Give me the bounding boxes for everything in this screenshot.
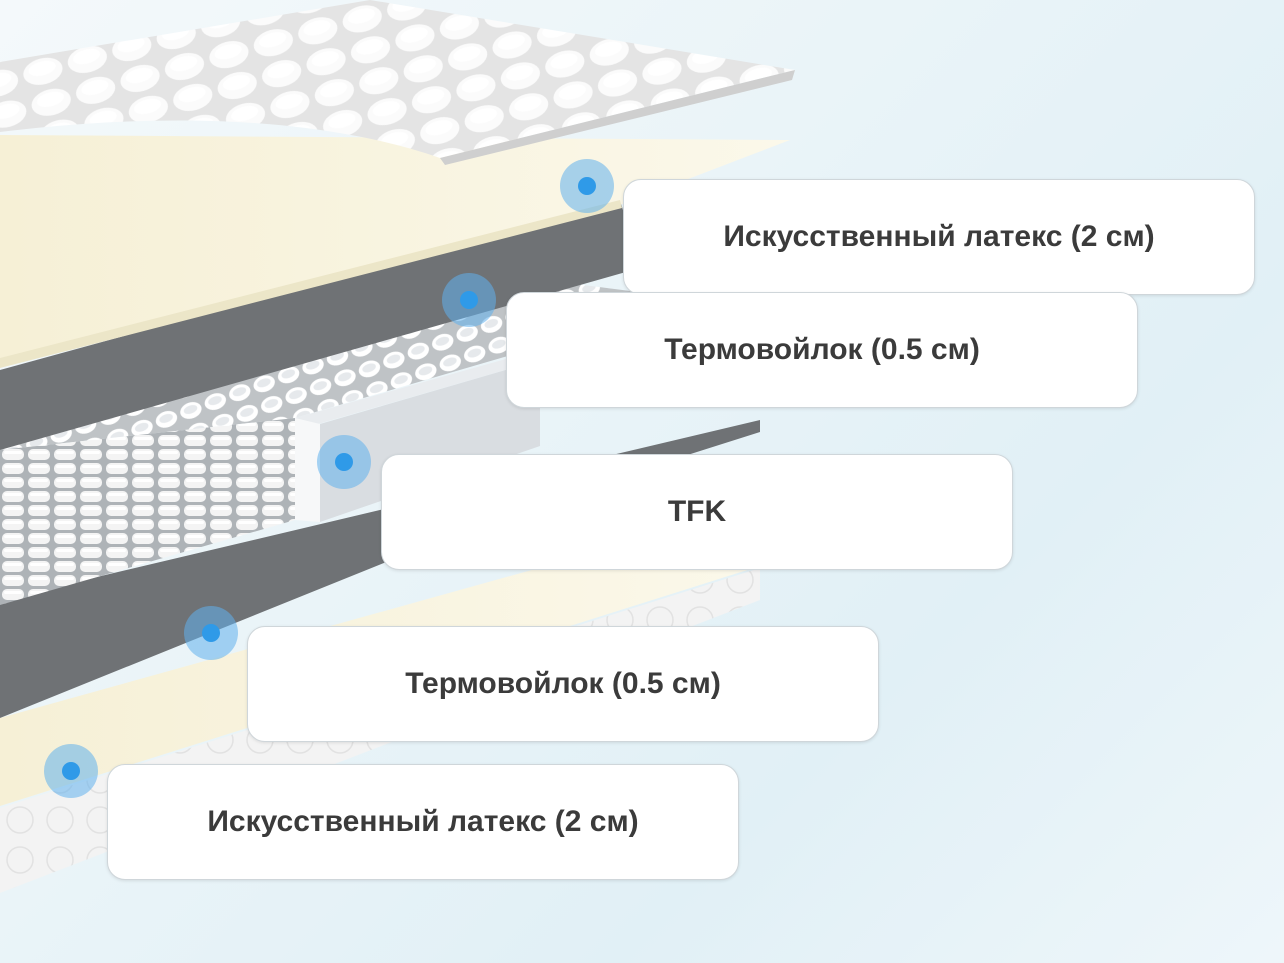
foam-frame-side	[320, 360, 540, 522]
layer-callout-upper-latex: Искусственный латекс (2 см)	[623, 179, 1255, 295]
layer-marker-5[interactable]	[44, 744, 98, 798]
bottom-felt-layer	[0, 420, 760, 718]
foam-frame-front	[295, 418, 320, 522]
layer-callout-upper-felt: Термовойлок (0.5 см)	[506, 292, 1138, 408]
foam-frame-top	[295, 355, 540, 424]
layer-marker-4[interactable]	[184, 606, 238, 660]
upper-felt-layer	[0, 200, 640, 450]
layer-label: Искусственный латекс (2 см)	[207, 805, 639, 838]
layer-label: TFK	[667, 495, 727, 528]
layer-marker-dot	[202, 624, 220, 642]
spring-block-front	[0, 418, 295, 605]
layer-marker-dot	[62, 762, 80, 780]
layer-callout-lower-felt: Термовойлок (0.5 см)	[247, 626, 879, 742]
upper-latex-edge	[0, 200, 622, 368]
layer-callout-lower-latex: Искусственный латекс (2 см)	[107, 764, 739, 880]
layer-marker-dot	[460, 291, 478, 309]
layer-marker-dot	[335, 453, 353, 471]
layer-marker-dot	[578, 177, 596, 195]
layer-callout-spring-block: TFK	[381, 454, 1013, 570]
layer-marker-2[interactable]	[442, 273, 496, 327]
layer-label: Термовойлок (0.5 см)	[664, 333, 980, 366]
quilted-top-cover	[0, 0, 795, 158]
layer-marker-1[interactable]	[560, 159, 614, 213]
quilted-cover-edge	[440, 70, 795, 165]
layer-marker-3[interactable]	[317, 435, 371, 489]
layer-label: Искусственный латекс (2 см)	[723, 220, 1155, 253]
layer-label: Термовойлок (0.5 см)	[405, 667, 721, 700]
